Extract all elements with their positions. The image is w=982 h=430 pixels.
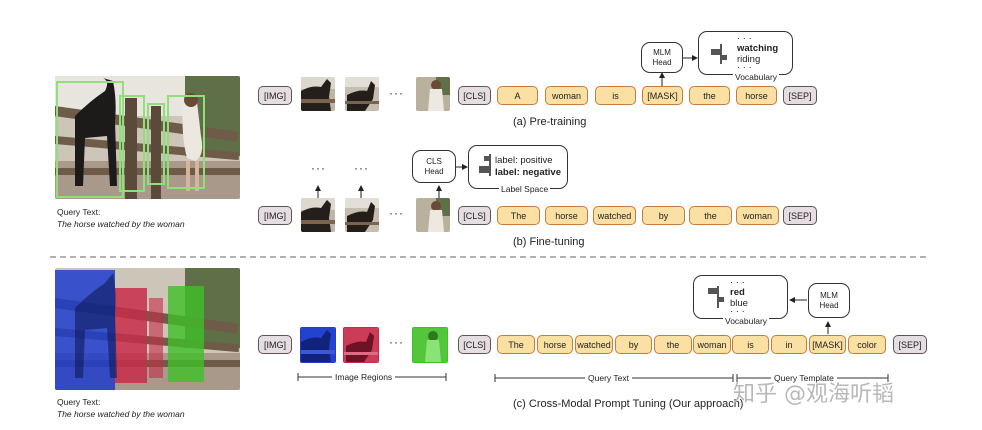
query-text-c: The horse watched by the woman	[57, 409, 185, 419]
vocab-top-a: · · ·	[737, 33, 752, 44]
thumb-a-woman	[416, 77, 450, 111]
group-label-query-text: Query Text	[585, 373, 632, 383]
vocab-word-watching: watching	[737, 43, 779, 54]
bar-glyph-b	[479, 154, 491, 176]
token-c-3: watched	[575, 335, 613, 354]
img-token-a: [IMG]	[258, 86, 292, 105]
label-space-panel: label: positive label: negative	[468, 145, 568, 189]
group-label-image-regions: Image Regions	[332, 372, 396, 382]
query-text-block-c: Query Text: The horse watched by the wom…	[57, 396, 185, 420]
vocab-bottom-c: · · ·	[730, 306, 745, 317]
token-c-4: by	[615, 335, 652, 354]
token-b-3: watched	[593, 206, 636, 225]
dots-c: ···	[389, 335, 404, 349]
up-dots-b-2: ···	[354, 161, 369, 175]
up-dots-b-1: ···	[311, 161, 326, 175]
vocab-top-c: · · ·	[730, 277, 745, 288]
watermark: 知乎 @观海听韬	[733, 382, 894, 407]
vocab-panel-a: · · · watching riding · · ·	[698, 31, 793, 75]
thumb-region-blue	[300, 327, 336, 363]
vocab-word-blue: blue	[730, 298, 748, 309]
token-b-6: woman	[736, 206, 779, 225]
token-c-1: The	[497, 335, 535, 354]
token-c-11: [SEP]	[893, 335, 927, 354]
query-text-block-a: Query Text: The horse watched by the wom…	[57, 206, 185, 230]
caption-b: (b) Fine-tuning	[513, 236, 585, 248]
thumb-b-woman	[416, 198, 450, 232]
token-a-4: [MASK]	[642, 86, 683, 105]
token-a-3: is	[595, 86, 636, 105]
token-c-10: color	[848, 335, 886, 354]
token-a-6: horse	[736, 86, 777, 105]
thumb-a-1	[301, 77, 335, 111]
token-c-2: horse	[537, 335, 573, 354]
query-image-a	[55, 76, 240, 199]
vocab-word-red: red	[730, 287, 745, 298]
token-a-1: A	[497, 86, 538, 105]
caption-a: (a) Pre-training	[513, 116, 587, 128]
dots-a: ···	[389, 86, 404, 100]
token-c-7: is	[732, 335, 769, 354]
query-label-a: Query Text:	[57, 207, 101, 217]
token-a-2: woman	[545, 86, 588, 105]
thumb-a-2	[345, 77, 379, 111]
label-negative: label: negative	[495, 167, 561, 178]
query-image-c	[55, 268, 240, 390]
token-b-0: [CLS]	[458, 206, 491, 225]
token-a-0: [CLS]	[458, 86, 491, 105]
token-c-0: [CLS]	[458, 335, 491, 354]
vocab-bottom-a: · · ·	[737, 62, 752, 73]
token-b-7: [SEP]	[783, 206, 817, 225]
group-label-query-template: Query Template	[771, 373, 837, 383]
token-c-6: woman	[693, 335, 731, 354]
vocab-word-riding: riding	[737, 54, 761, 65]
thumb-b-1	[301, 198, 335, 232]
token-b-2: horse	[545, 206, 588, 225]
token-c-5: the	[654, 335, 692, 354]
token-b-4: by	[642, 206, 685, 225]
img-token-c: [IMG]	[258, 335, 292, 354]
bar-glyph-a	[711, 44, 727, 64]
vocab-panel-c: · · · red blue · · ·	[693, 275, 788, 319]
caption-c: (c) Cross-Modal Prompt Tuning (Our appro…	[513, 398, 744, 410]
vocab-label-a: Vocabulary	[733, 72, 780, 82]
token-c-8: in	[771, 335, 807, 354]
thumb-region-red	[343, 327, 379, 363]
token-b-1: The	[497, 206, 540, 225]
label-positive: label: positive	[495, 155, 553, 166]
token-b-5: the	[689, 206, 732, 225]
bar-glyph-c	[708, 286, 724, 308]
token-a-7: [SEP]	[783, 86, 817, 105]
vocab-label-c: Vocabulary	[723, 316, 770, 326]
img-token-b: [IMG]	[258, 206, 292, 225]
token-c-9: [MASK]	[809, 335, 846, 354]
query-label-c: Query Text:	[57, 397, 101, 407]
dots-b: ···	[389, 206, 404, 220]
thumb-b-2	[345, 198, 379, 232]
thumb-region-green	[412, 327, 448, 363]
label-space-label: Label Space	[499, 184, 551, 194]
token-a-5: the	[689, 86, 730, 105]
query-text-a: The horse watched by the woman	[57, 219, 185, 229]
